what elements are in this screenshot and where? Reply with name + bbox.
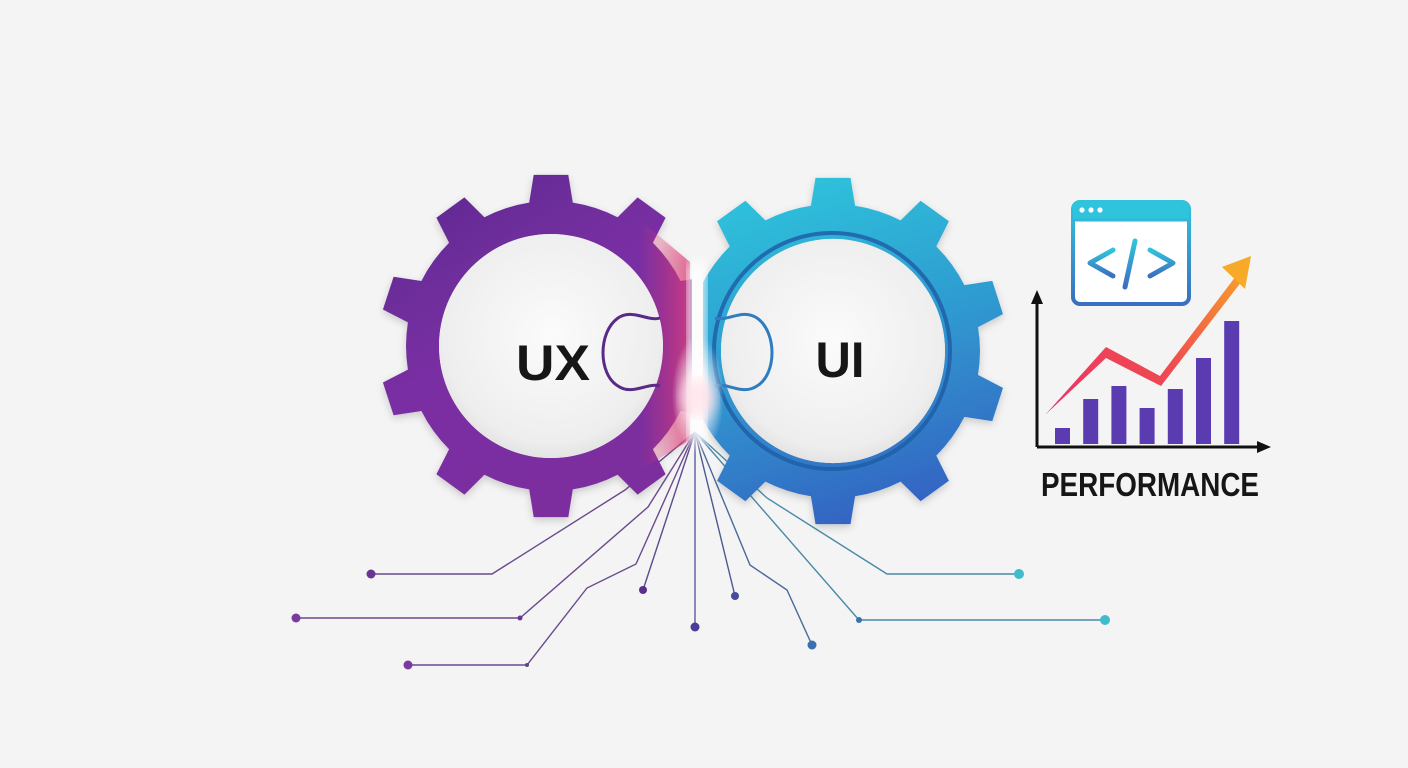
chart-bar	[1055, 428, 1070, 444]
circuit-line	[642, 431, 696, 591]
chart-bar	[1111, 386, 1127, 444]
circuit-dot	[639, 586, 647, 594]
window-dot	[1079, 207, 1085, 213]
ux-gear-hole	[439, 234, 663, 458]
circuit-dot	[403, 660, 413, 670]
window-dot	[1097, 207, 1103, 213]
window-dot	[1088, 207, 1094, 213]
circuit-dot	[517, 615, 523, 621]
circuit-lines	[296, 431, 1105, 666]
chart-bar	[1083, 399, 1099, 444]
circuit-line	[408, 431, 696, 666]
connection-glow	[680, 380, 716, 416]
circuit-dot	[366, 569, 376, 579]
circuit-dot	[291, 613, 301, 623]
chart-bar	[1196, 358, 1211, 444]
circuit-dot	[856, 617, 862, 623]
code-brackets-icon	[1087, 238, 1176, 290]
circuit-line	[296, 431, 696, 619]
circuit-dot	[1100, 615, 1110, 625]
performance-label: PERFORMANCE	[1041, 466, 1259, 503]
chart-bar	[1139, 408, 1155, 444]
code-window-icon	[1071, 200, 1191, 306]
circuit-dot	[1014, 569, 1024, 579]
circuit-dots	[291, 569, 1110, 670]
chart-bar	[1167, 389, 1183, 444]
ui-label: UI	[816, 332, 865, 388]
ui-gear-hole	[720, 238, 946, 464]
chart-bar	[1224, 321, 1240, 444]
circuit-dot	[690, 622, 700, 632]
puzzle-connector-ui	[714, 312, 774, 392]
circuit-dot	[807, 640, 817, 650]
puzzle-connector-ux	[601, 312, 661, 392]
circuit-line	[694, 431, 813, 646]
circuit-dot	[525, 663, 529, 667]
ui-gear	[703, 177, 1003, 525]
circuit-line	[371, 431, 696, 575]
bar-series	[1055, 321, 1240, 444]
ux-label: UX	[516, 335, 590, 391]
performance-widget: PERFORMANCE	[1031, 200, 1271, 503]
trend-arrow-icon	[1045, 256, 1251, 415]
chart-axes	[1031, 290, 1271, 453]
circuit-line	[694, 431, 736, 597]
gear-icon	[703, 177, 1003, 525]
gear-icon	[382, 174, 692, 518]
circuit-dot	[731, 592, 739, 600]
